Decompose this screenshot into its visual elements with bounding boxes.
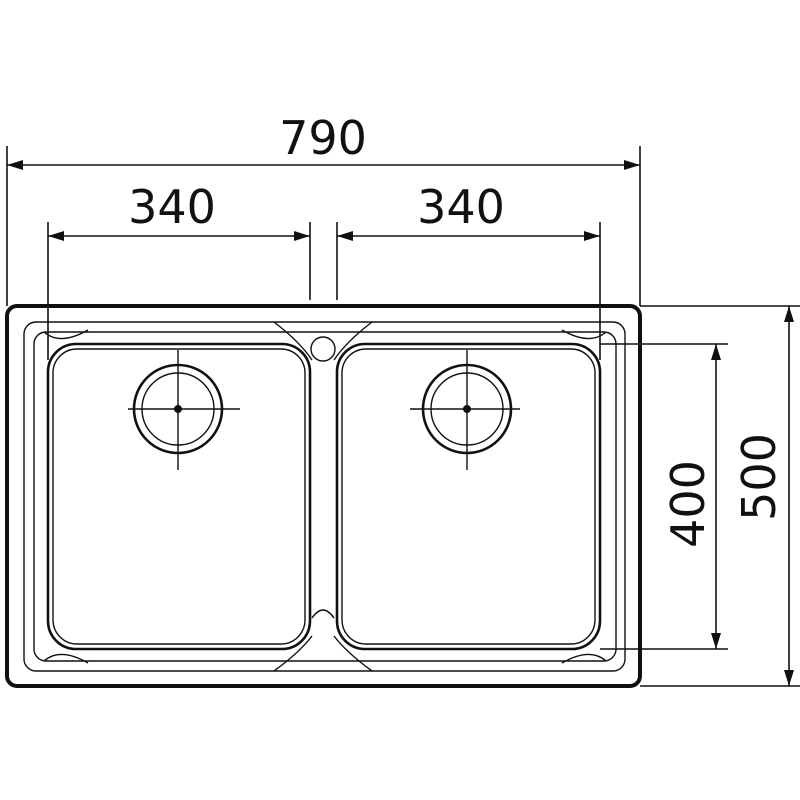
sink-corner-br: [561, 653, 607, 664]
sink-corner-tl: [43, 329, 89, 340]
label-right-bowl-width: 340: [417, 180, 505, 234]
extension-lines: [6, 146, 800, 687]
dimension-left-bowl-width: 340: [48, 180, 310, 241]
sink-corner-bl: [43, 653, 89, 664]
sink-corner-tr: [561, 329, 607, 340]
label-total-width: 790: [279, 111, 367, 165]
right-bowl: [335, 342, 602, 651]
right-drain: [410, 350, 520, 470]
label-total-depth: 500: [732, 433, 786, 521]
sink-body: [5, 304, 642, 688]
bowl-divider: [273, 321, 373, 672]
dimension-total-depth: 500: [732, 306, 794, 686]
dimension-right-bowl-width: 340: [337, 180, 600, 241]
left-drain: [128, 350, 240, 470]
label-bowl-depth: 400: [661, 460, 715, 548]
dimension-total-width: 790: [7, 111, 640, 170]
left-bowl: [46, 342, 312, 651]
sink-outer-rim: [5, 304, 642, 688]
sink-drip-channel: [33, 331, 617, 662]
overflow-hole: [310, 336, 336, 362]
dimension-bowl-depth: 400: [661, 344, 721, 649]
sink-inner-rim: [23, 321, 626, 672]
label-left-bowl-width: 340: [128, 180, 216, 234]
